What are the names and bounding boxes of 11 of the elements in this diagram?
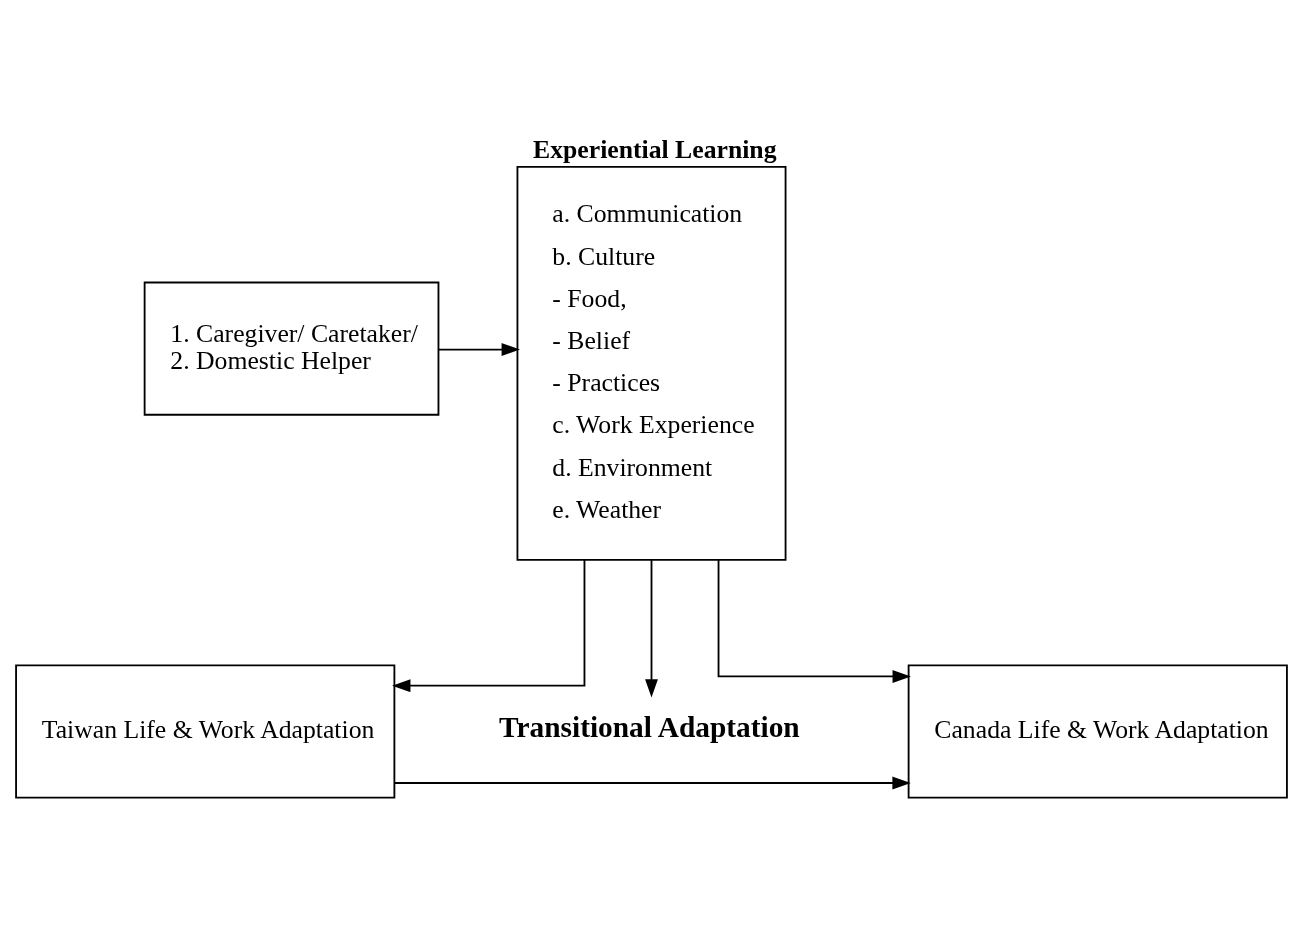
node-label: Experiential Learning [533,135,777,164]
arrow [392,558,586,693]
node-box: Taiwan Life & Work Adaptation [15,664,396,799]
arrow [717,558,911,683]
arrow [437,343,520,356]
node-box: Canada Life & Work Adaptation [907,664,1288,799]
node-box: 1. Caregiver/ Caretaker/ 2. Domestic Helper [143,281,440,416]
node-text: Transitional Adaptation [499,710,800,743]
arrow [645,558,658,698]
arrow [393,776,911,790]
node-box: a. Communication b. Culture - Food, - Belief - Practices c. Work Experience d. Environment e. Weather [516,165,787,561]
